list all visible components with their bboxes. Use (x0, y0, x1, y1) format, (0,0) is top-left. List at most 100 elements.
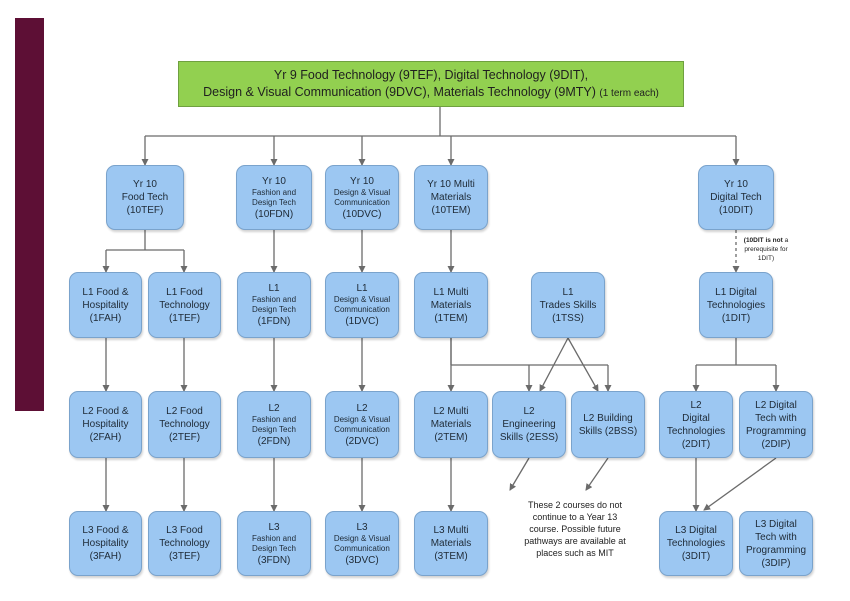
node-line: Materials (430, 419, 472, 430)
node-line: (1FAH) (89, 312, 122, 324)
node-line: (2TEM) (434, 432, 468, 443)
node-l2-fdn: L2 Fashion and Design Tech (2FDN) (237, 391, 311, 458)
node-line: L2 (523, 406, 535, 417)
node-line: (2DIT) (681, 438, 711, 450)
node-line: L2 (268, 402, 280, 414)
node-l2-dvc: L2 Design & Visual Communication (2DVC) (325, 391, 399, 458)
node-line: (10DVC) (342, 208, 382, 220)
node-line: Technology (159, 538, 210, 549)
trades-pathway-note: These 2 courses do not continue to a Yea… (500, 499, 650, 559)
node-line: L3 Multi (433, 525, 469, 536)
node-line: L2 Digital (755, 399, 797, 411)
node-line: Hospitality (82, 419, 129, 430)
node-line: Food Tech (121, 192, 169, 203)
node-line: Communication (334, 305, 390, 314)
accent-sidebar-bar (15, 18, 44, 411)
node-l2-tef: L2 Food Technology (2TEF) (148, 391, 221, 458)
node-line: Yr 10 (133, 179, 157, 190)
node-line: Design & Visual (333, 295, 391, 304)
trades-note-line: These 2 courses do not (527, 500, 623, 510)
node-yr10-dvc: Yr 10 Design & Visual Communication (10D… (325, 165, 399, 230)
node-line: (1TSS) (552, 312, 584, 324)
node-line: (10FDN) (254, 208, 294, 220)
node-line: Technologies (706, 299, 766, 311)
node-line: L2 (356, 402, 368, 414)
yr9-header-line1: Yr 9 Food Technology (9TEF), Digital Tec… (273, 68, 589, 82)
node-line: L3 Digital (755, 518, 797, 530)
node-line: (3DIT) (681, 551, 711, 562)
node-line: L1 (562, 286, 574, 298)
node-line: Materials (430, 192, 472, 203)
node-line: (2DVC) (345, 435, 379, 447)
node-line: Fashion and (251, 295, 297, 304)
node-line: Communication (334, 424, 390, 434)
node-line: Communication (334, 197, 390, 207)
node-yr10-dit: Yr 10 Digital Tech (10DIT) (698, 165, 774, 230)
node-line: L3 Digital (675, 525, 717, 536)
node-line: Design Tech (252, 197, 296, 207)
node-line: Design & Visual (333, 187, 391, 197)
node-line: (1DVC) (345, 316, 379, 327)
node-line: (10DIT) (719, 205, 753, 216)
node-l2-tem: L2 Multi Materials (2TEM) (414, 391, 488, 458)
node-line: Yr 10 (724, 179, 748, 190)
node-line: L3 Food (166, 525, 203, 536)
node-line: (3DVC) (345, 554, 379, 566)
node-line: L3 (268, 521, 280, 533)
node-l2-ess: L2 Engineering Skills (2ESS) (492, 391, 566, 458)
node-l3-dvc: L3 Design & Visual Communication (3DVC) (325, 511, 399, 576)
prereq-note: (10DIT is not a prerequisite for 1DIT) (737, 236, 795, 263)
node-line: L1 (356, 283, 368, 294)
trades-note-line: pathways are available at (524, 536, 626, 546)
node-line: Tech with (755, 412, 797, 424)
node-line: Communication (334, 543, 390, 553)
node-line: (2DIP) (761, 438, 791, 450)
node-line: Materials (430, 299, 472, 311)
yr9-header-line2: Design & Visual Communication (9DVC), Ma… (179, 84, 683, 102)
node-l1-dit: L1 Digital Technologies (1DIT) (699, 272, 773, 338)
trades-note-line: places such as MIT (536, 548, 614, 558)
trades-note-line: continue to a Year 13 (532, 512, 618, 522)
node-line: Design Tech (252, 305, 296, 314)
yr9-header-term-note: (1 term each) (599, 88, 659, 99)
node-line: Technology (159, 419, 210, 430)
node-line: L2 Food (166, 406, 203, 417)
node-line: (1DIT) (721, 312, 751, 324)
node-l3-fdn: L3 Fashion and Design Tech (3FDN) (237, 511, 311, 576)
node-line: Tech with (755, 531, 797, 543)
node-l3-dit: L3 Digital Technologies (3DIT) (659, 511, 733, 576)
node-l1-fdn: L1 Fashion and Design Tech (1FDN) (237, 272, 311, 338)
node-yr10-tef: Yr 10 Food Tech (10TEF) (106, 165, 184, 230)
node-line: (3FDN) (257, 554, 291, 566)
node-line: Yr 10 (262, 175, 286, 187)
node-l2-bss: L2 Building Skills (2BSS) (571, 391, 645, 458)
node-yr10-fdn: Yr 10 Fashion and Design Tech (10FDN) (236, 165, 312, 230)
node-l1-fah: L1 Food & Hospitality (1FAH) (69, 272, 142, 338)
node-line: Trades Skills (539, 299, 597, 311)
node-line: Hospitality (82, 299, 129, 311)
node-line: L2 Building (583, 412, 633, 424)
node-l1-tem: L1 Multi Materials (1TEM) (414, 272, 488, 338)
node-l3-tef: L3 Food Technology (3TEF) (148, 511, 221, 576)
node-line: Fashion and (251, 187, 297, 197)
node-yr10-tem: Yr 10 Multi Materials (10TEM) (414, 165, 488, 230)
node-l1-tef: L1 Food Technology (1TEF) (148, 272, 221, 338)
node-line: L1 (268, 283, 280, 294)
node-line: Technology (159, 299, 210, 311)
yr9-header-line2-main: Design & Visual Communication (9DVC), Ma… (203, 85, 596, 99)
node-line: L2 Multi (433, 406, 469, 417)
node-line: (1TEF) (168, 312, 201, 324)
node-line: L2 (690, 399, 702, 411)
node-line: (1FDN) (257, 316, 291, 327)
node-line: Yr 10 (350, 175, 374, 187)
node-line: Materials (430, 538, 472, 549)
node-line: Design & Visual (333, 414, 391, 424)
node-line: Programming (745, 425, 807, 437)
node-line: (10TEM) (431, 205, 471, 216)
node-line: Design & Visual (333, 533, 391, 543)
node-line: L3 Food & (82, 525, 129, 536)
node-line: (3FAH) (89, 551, 122, 562)
node-l2-dip: L2 Digital Tech with Programming (2DIP) (739, 391, 813, 458)
node-l2-fah: L2 Food & Hospitality (2FAH) (69, 391, 142, 458)
